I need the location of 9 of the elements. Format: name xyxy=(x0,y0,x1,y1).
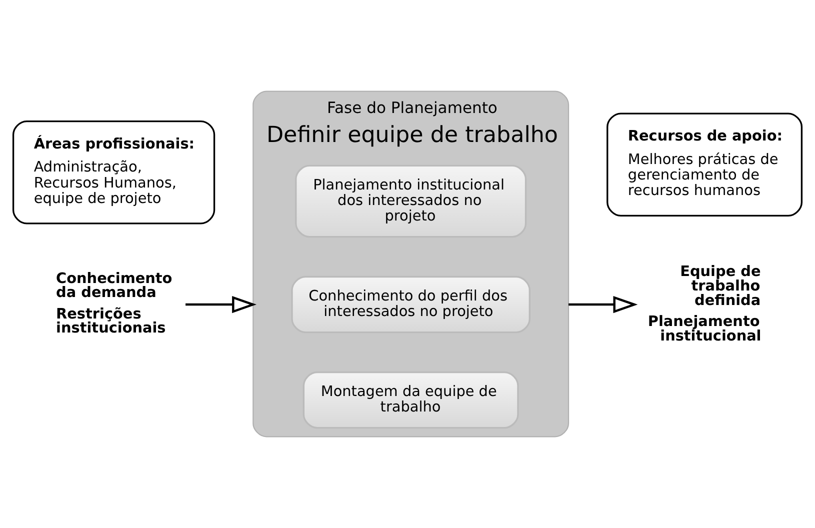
arrow xyxy=(568,296,638,314)
node-text: Equipe de trabalho definida Planejamento institucional xyxy=(648,264,762,345)
node-box: Recursos de apoio: Melhores práticas de gerenciamento de recursos humanos xyxy=(606,112,803,217)
node-box: Conhecimento do perfil dos interessados no projeto xyxy=(291,276,530,334)
node-box: Montagem da equipe de trabalho xyxy=(302,371,519,429)
node-text: Conhecimento da demanda Restrições institucionais xyxy=(56,270,172,337)
node-box: Planejamento institucional dos interessados no projeto xyxy=(295,164,527,238)
node-box: Áreas profissionais: Administração, Recursos Humanos, equipe de projeto xyxy=(12,120,216,224)
arrow xyxy=(186,296,257,314)
